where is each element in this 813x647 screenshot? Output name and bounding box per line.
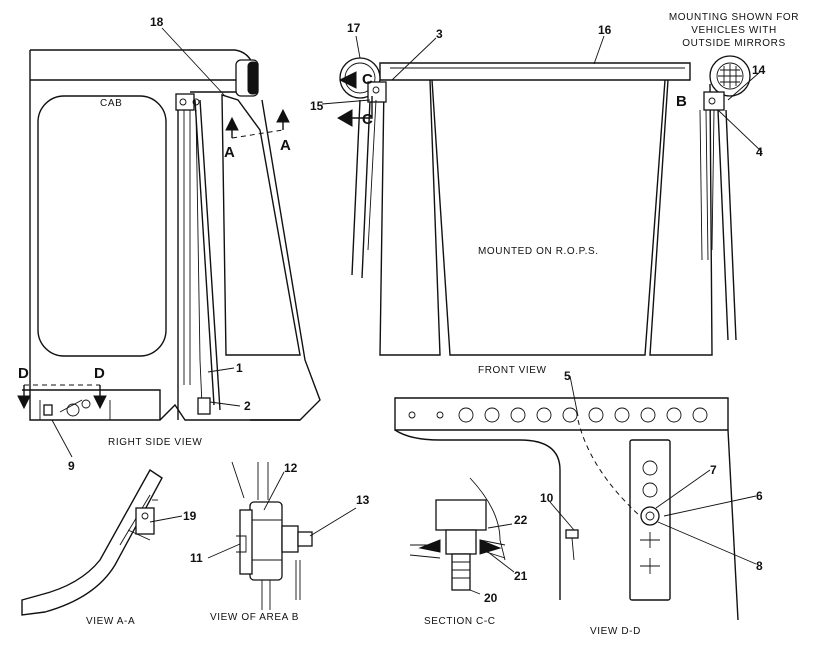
callout-11: 11 — [190, 551, 203, 565]
cab-label: CAB — [100, 98, 122, 109]
callout-15: 15 — [310, 99, 324, 113]
callout-10: 10 — [540, 491, 554, 505]
callout-14: 14 — [752, 63, 766, 77]
callout-9: 9 — [68, 459, 75, 473]
section-mark-a-left: A — [224, 144, 235, 161]
callout-8: 8 — [756, 559, 763, 573]
section-mark-a-right: A — [280, 137, 291, 154]
callout-4: 4 — [756, 145, 763, 159]
front-view: C C B — [336, 55, 751, 356]
callout-3: 3 — [436, 27, 443, 41]
view-d-d — [394, 397, 739, 621]
callout-6: 6 — [756, 489, 763, 503]
callout-19: 19 — [183, 509, 197, 523]
section-mark-d-right: D — [94, 365, 105, 382]
callout-20: 20 — [484, 591, 498, 605]
callout-12: 12 — [284, 461, 298, 475]
view-area-b — [231, 461, 313, 610]
section-c-c-caption: SECTION C-C — [424, 616, 496, 627]
view-a-a — [21, 468, 163, 616]
callout-17: 17 — [347, 21, 361, 35]
callout-leaders — [51, 27, 763, 595]
section-c-c — [409, 477, 506, 591]
front-view-caption: FRONT VIEW — [478, 365, 547, 376]
callout-7: 7 — [710, 463, 717, 477]
callout-13: 13 — [356, 493, 370, 507]
callout-1: 1 — [236, 361, 243, 375]
mounted-on-label: MOUNTED ON R.O.P.S. — [478, 246, 599, 257]
view-d-d-caption: VIEW D-D — [590, 626, 641, 637]
section-mark-c-top: C — [362, 71, 373, 88]
section-mark-c-bottom: C — [362, 111, 373, 128]
right-side-view-caption: RIGHT SIDE VIEW — [108, 437, 202, 448]
hole-row — [408, 407, 708, 423]
callout-21: 21 — [514, 569, 528, 583]
section-mark-d-left: D — [18, 365, 29, 382]
view-a-a-caption: VIEW A-A — [86, 616, 135, 627]
note-line-3: OUTSIDE MIRRORS — [682, 38, 785, 49]
right-side-view: A A D D — [17, 49, 321, 421]
section-mark-b: B — [676, 93, 687, 110]
note-line-1: MOUNTING SHOWN FOR — [669, 12, 799, 23]
callout-22: 22 — [514, 513, 528, 527]
callout-5: 5 — [564, 369, 571, 383]
note-line-2: VEHICLES WITH — [691, 25, 777, 36]
callout-2: 2 — [244, 399, 251, 413]
view-area-b-caption: VIEW OF AREA B — [210, 612, 299, 623]
callout-16: 16 — [598, 23, 612, 37]
callout-18: 18 — [150, 15, 164, 29]
